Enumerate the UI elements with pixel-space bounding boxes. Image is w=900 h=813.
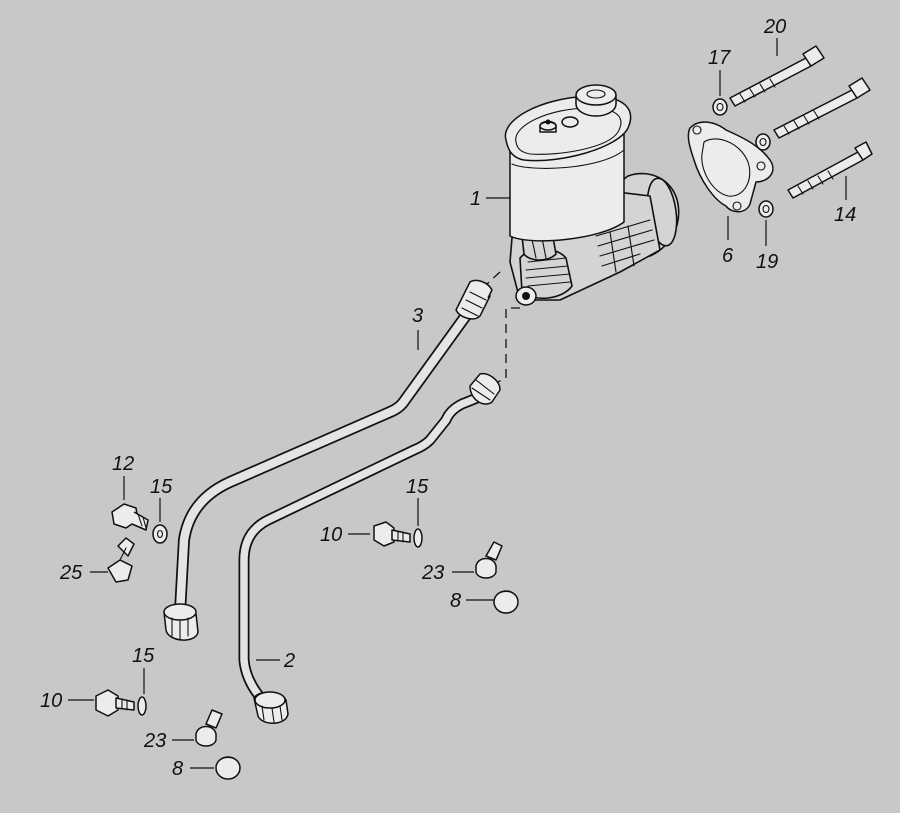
bolt-10-low [95, 689, 135, 717]
callout-17: 17 [708, 47, 731, 69]
clamp-25 [107, 537, 135, 583]
banjo-bolt-12 [111, 503, 149, 531]
callout-12: 12 [112, 453, 134, 475]
alignment-line-pipe-3 [475, 271, 501, 295]
bolt-10-mid [373, 521, 411, 547]
washer-15-mid [413, 528, 423, 548]
callout-6: 6 [722, 245, 734, 267]
callout-15: 15 [132, 645, 155, 667]
long-bolts [729, 45, 873, 199]
callout-8: 8 [172, 758, 183, 780]
callout-10: 10 [40, 690, 62, 712]
callout-23: 23 [421, 562, 444, 584]
callout-1: 1 [470, 188, 481, 210]
callout-labels: 20 17 1 6 19 14 3 12 15 15 10 25 23 8 15… [40, 16, 856, 780]
alignment-line-pipe-2 [493, 307, 520, 385]
callout-3: 3 [412, 305, 423, 327]
callout-2: 2 [283, 650, 295, 672]
callout-15: 15 [150, 476, 173, 498]
pump-assembly [504, 84, 680, 306]
clip-23-low [195, 709, 223, 747]
clip-23-mid [475, 541, 503, 579]
cap-8-mid [493, 590, 519, 614]
callout-23: 23 [143, 730, 166, 752]
pipe-2 [238, 372, 501, 724]
callout-8: 8 [450, 590, 461, 612]
callout-19: 19 [756, 251, 778, 273]
gasket [687, 121, 774, 213]
washers [712, 98, 774, 218]
leader-lines [68, 38, 847, 769]
washer-15-low [137, 696, 147, 716]
callout-14: 14 [834, 204, 856, 226]
callout-10: 10 [320, 524, 342, 546]
cap-8-low [215, 756, 241, 780]
callout-20: 20 [763, 16, 786, 38]
callout-15: 15 [406, 476, 429, 498]
pipe-3 [163, 279, 493, 641]
callout-25: 25 [59, 562, 83, 584]
washer-15-left [152, 524, 168, 544]
